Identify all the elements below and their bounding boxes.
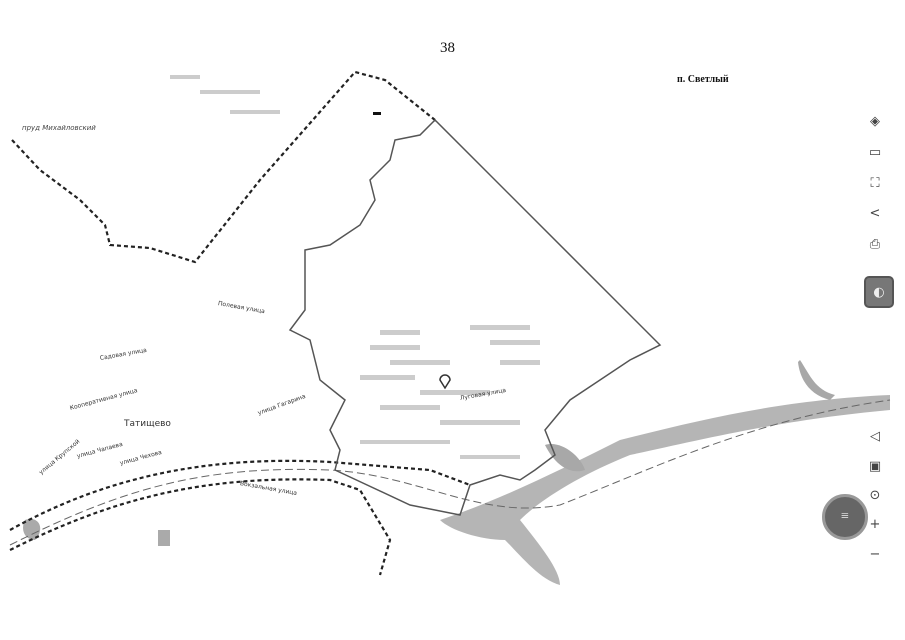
zoom-out-button[interactable]: − <box>869 546 881 562</box>
navigate-icon[interactable]: ◁ <box>870 428 880 444</box>
pond <box>545 444 585 472</box>
ruler-icon[interactable]: ▭ <box>868 144 882 160</box>
zoom-in-button[interactable]: + <box>869 516 881 532</box>
share-icon[interactable]: < <box>869 205 881 221</box>
marker <box>373 112 381 115</box>
layers-icon[interactable]: ◈ <box>870 113 880 129</box>
railway <box>9 399 891 546</box>
menu-button[interactable]: ≡ <box>822 494 868 540</box>
buildings <box>170 75 540 459</box>
pond-small <box>158 530 170 546</box>
pond-left <box>23 519 41 540</box>
district-boundary <box>288 118 662 516</box>
dashed-boundaries <box>9 70 471 576</box>
pond-label: пруд Михайловский <box>22 124 96 132</box>
screenshot-search-icon[interactable]: ⛶ <box>870 175 880 191</box>
settlement-label: п. Светлый <box>677 74 729 85</box>
search-location-icon[interactable]: ⊙ <box>869 487 881 503</box>
print-icon[interactable]: ⎙ <box>869 236 881 252</box>
town-label: Татищево <box>124 419 171 429</box>
page-number: 38 <box>440 40 455 56</box>
river-branch <box>798 360 835 400</box>
location-pin-icon <box>439 374 451 390</box>
river <box>440 395 890 585</box>
panorama-icon[interactable]: ◐ <box>864 276 894 308</box>
map-frame-icon[interactable]: ▣ <box>868 458 882 474</box>
